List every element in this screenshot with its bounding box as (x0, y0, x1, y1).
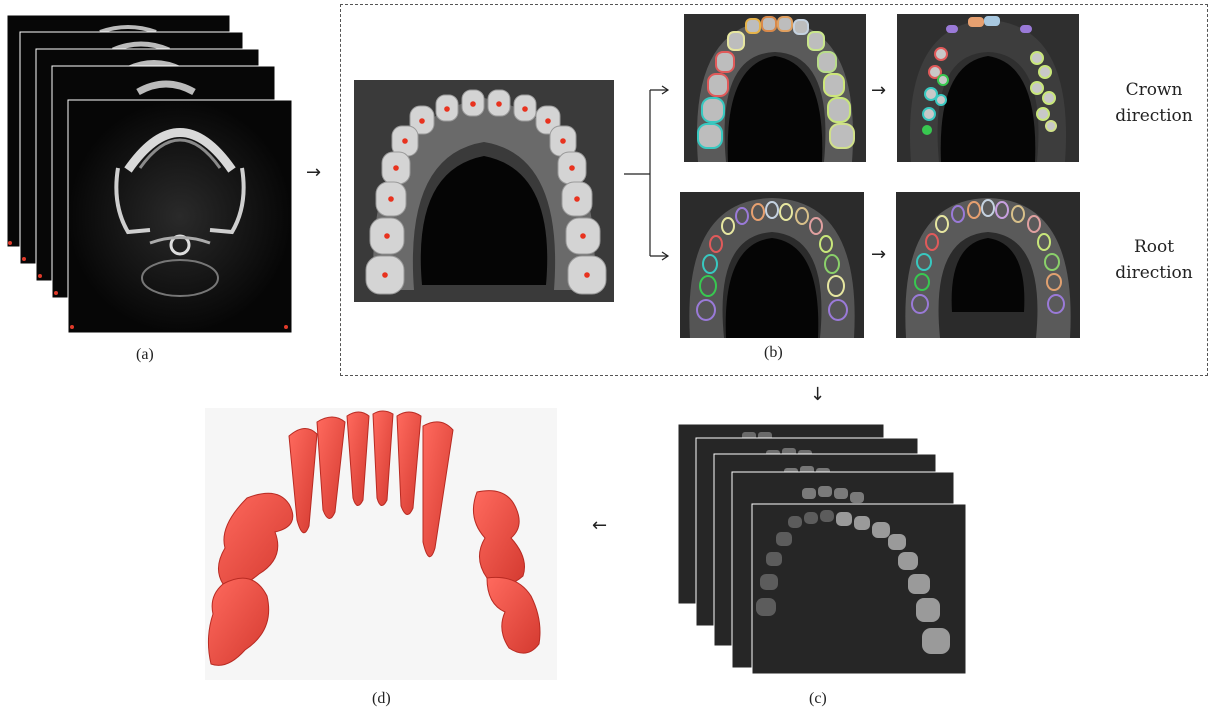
landmark-slice (354, 80, 614, 302)
right-arrow-icon: → (306, 162, 321, 183)
panel-b-label: (b) (764, 344, 783, 362)
root-slice-2 (896, 192, 1080, 338)
right-arrow-icon: → (871, 80, 886, 101)
left-arrow-icon: ← (592, 515, 607, 536)
crown-direction-label: Crown direction (1104, 77, 1204, 129)
root-label-line2: direction (1104, 260, 1204, 286)
panel-a-label: (a) (136, 346, 154, 364)
panel-c-label: (c) (809, 690, 827, 708)
tooth-3d-model (205, 408, 557, 680)
ct-slice-stack (0, 0, 300, 340)
root-label-line1: Root (1104, 234, 1204, 260)
crown-label-line1: Crown (1104, 77, 1204, 103)
panel-d-label: (d) (372, 690, 391, 708)
root-slice-1 (680, 192, 864, 338)
ct-slice-front (68, 100, 292, 333)
root-direction-label: Root direction (1104, 234, 1204, 286)
down-arrow-icon: ↓ (810, 384, 825, 405)
crown-slice-1 (684, 14, 866, 162)
mask-stack (676, 420, 970, 676)
crown-label-line2: direction (1104, 103, 1204, 129)
right-arrow-icon: → (871, 244, 886, 265)
branch-connector (622, 84, 672, 264)
crown-slice-2 (897, 14, 1079, 162)
mask-slice-front (752, 504, 966, 674)
